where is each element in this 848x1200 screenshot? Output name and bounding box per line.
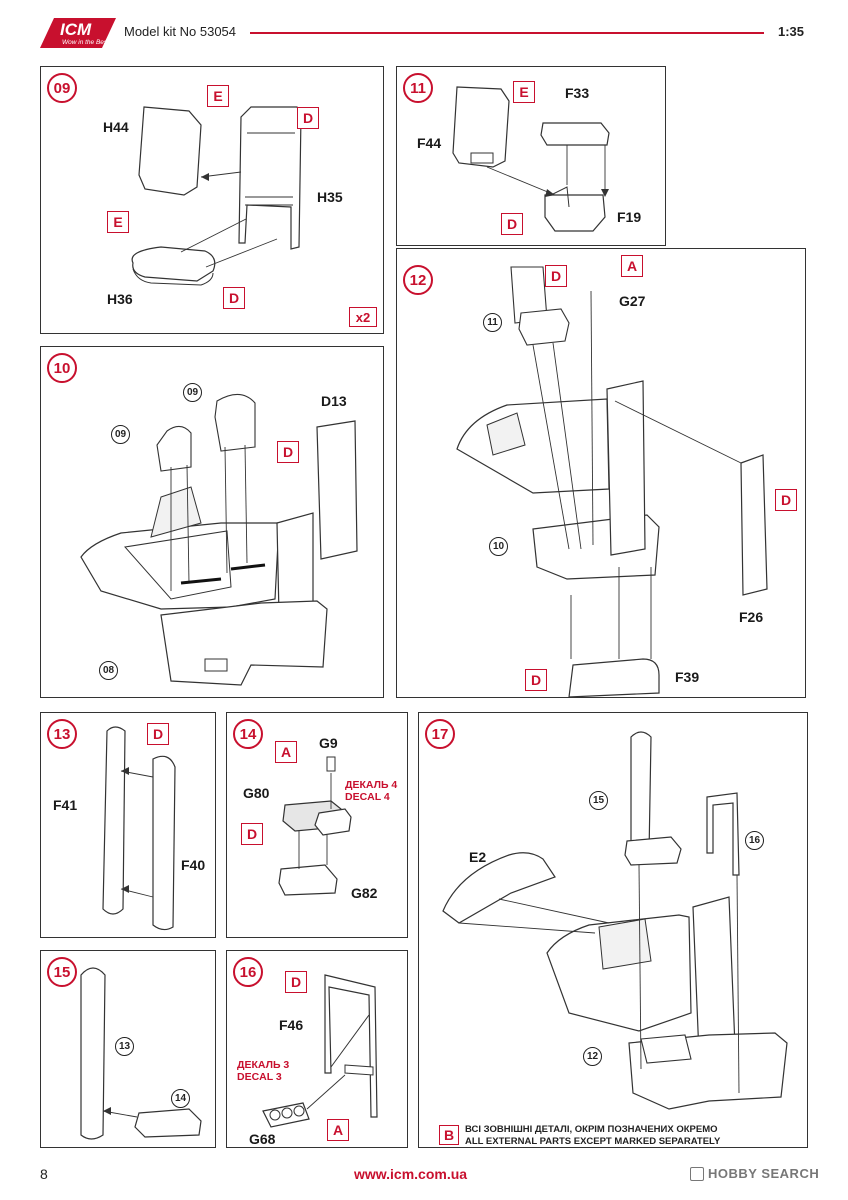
- paint-code-d: D: [285, 971, 307, 993]
- step-16-number: 16: [233, 957, 263, 987]
- paint-code-d: D: [277, 441, 299, 463]
- decal-3-label: ДЕКАЛЬ 3 DECAL 3: [237, 1059, 289, 1083]
- logo-text: ICM: [60, 20, 92, 39]
- step-10-drawing: [80, 393, 358, 686]
- paint-code-d: D: [223, 287, 245, 309]
- note-en: ALL EXTERNAL PARTS EXCEPT MARKED SEPARAT…: [465, 1136, 721, 1147]
- ref-step-10: 10: [489, 537, 508, 556]
- step-17-number: 17: [425, 719, 455, 749]
- step-14-drawing: [278, 756, 352, 896]
- ref-step-14: 14: [171, 1089, 190, 1108]
- quantity-badge: x2: [349, 307, 377, 327]
- ref-step-13: 13: [115, 1037, 134, 1056]
- ref-step-09: 09: [183, 383, 202, 402]
- decal-label-ua: ДЕКАЛЬ 3: [237, 1059, 290, 1071]
- step-11-drawing: [452, 86, 610, 232]
- part-e2: E2: [469, 849, 487, 865]
- part-f19: F19: [617, 209, 642, 225]
- step-16-panel: 16 D F46 ДЕКАЛЬ 3 DECAL 3 G68 A: [226, 950, 408, 1148]
- note-ua: ВСІ ЗОВНІШНІ ДЕТАЛІ, ОКРІМ ПОЗНАЧЕНИХ ОК…: [465, 1124, 718, 1135]
- part-g80: G80: [243, 785, 270, 801]
- external-parts-note: ВСІ ЗОВНІШНІ ДЕТАЛІ, ОКРІМ ПОЗНАЧЕНИХ ОК…: [465, 1124, 720, 1148]
- part-g68: G68: [249, 1131, 276, 1147]
- step-15-number: 15: [47, 957, 77, 987]
- step-13-number: 13: [47, 719, 77, 749]
- step-14-number: 14: [233, 719, 263, 749]
- step-09-drawing: [131, 106, 302, 286]
- ref-step-11: 11: [483, 313, 502, 332]
- note-code-b: B: [439, 1125, 459, 1145]
- decal-label-en: DECAL 3: [237, 1071, 282, 1083]
- step-12-panel: 12 D A G27 11 10 D F26 D F39: [396, 248, 806, 698]
- part-h44: H44: [103, 119, 129, 135]
- scale-label: 1:35: [778, 24, 805, 39]
- paint-code-d: D: [297, 107, 319, 129]
- part-f26: F26: [739, 609, 764, 625]
- part-g82: G82: [351, 885, 378, 901]
- part-d13: D13: [321, 393, 347, 409]
- icm-logo: ICM Wow in the Best: [36, 14, 120, 52]
- ref-step-12: 12: [583, 1047, 602, 1066]
- step-12-drawing: [456, 266, 768, 698]
- part-h36: H36: [107, 291, 133, 307]
- ref-step-09: 09: [111, 425, 130, 444]
- step-15-drawing: [80, 967, 202, 1140]
- part-f33: F33: [565, 85, 590, 101]
- paint-code-a: A: [621, 255, 643, 277]
- paint-code-d: D: [775, 489, 797, 511]
- decal-label-en: DECAL 4: [345, 791, 390, 803]
- website-link[interactable]: www.icm.com.ua: [354, 1166, 468, 1182]
- ref-step-16: 16: [745, 831, 764, 850]
- part-h35: H35: [317, 189, 343, 205]
- paint-code-e: E: [513, 81, 535, 103]
- part-g27: G27: [619, 293, 646, 309]
- paint-code-d: D: [545, 265, 567, 287]
- ref-step-08: 08: [99, 661, 118, 680]
- paint-code-e: E: [207, 85, 229, 107]
- hobby-search-watermark: HOBBY SEARCH: [690, 1166, 819, 1181]
- step-12-number: 12: [403, 265, 433, 295]
- step-11-panel: 11 E D F33 F44 F19: [396, 66, 666, 246]
- paint-code-e: E: [107, 211, 129, 233]
- part-g9: G9: [319, 735, 338, 751]
- watermark-icon: [690, 1166, 704, 1181]
- step-09-number: 09: [47, 73, 77, 103]
- step-13-drawing: [102, 726, 176, 931]
- step-11-number: 11: [403, 73, 433, 103]
- step-15-panel: 15 13 14: [40, 950, 216, 1148]
- part-f40: F40: [181, 857, 206, 873]
- logo-tagline: Wow in the Best: [62, 39, 109, 46]
- part-f41: F41: [53, 797, 78, 813]
- step-10-panel: 10 09 09 08 D13 D: [40, 346, 384, 698]
- paint-code-d: D: [147, 723, 169, 745]
- paint-code-a: A: [275, 741, 297, 763]
- decal-4-label: ДЕКАЛЬ 4 DECAL 4: [345, 779, 397, 803]
- step-14-panel: 14 A G9 G80 ДЕКАЛЬ 4 DECAL 4 D G82: [226, 712, 408, 938]
- step-09-panel: 09 E D E D H44 H35 H36 x2: [40, 66, 384, 334]
- paint-code-d: D: [241, 823, 263, 845]
- paint-code-d: D: [525, 669, 547, 691]
- part-f39: F39: [675, 669, 700, 685]
- decal-label-ua: ДЕКАЛЬ 4: [345, 779, 398, 791]
- page-number: 8: [40, 1166, 48, 1182]
- model-kit-number: Model kit No 53054: [124, 24, 237, 39]
- step-10-number: 10: [47, 353, 77, 383]
- paint-code-d: D: [501, 213, 523, 235]
- part-f46: F46: [279, 1017, 304, 1033]
- step-17-drawing: [442, 731, 788, 1110]
- header-rule: [250, 32, 764, 34]
- step-17-panel: 17 15 16 E2 12 B ВСІ ЗОВНІШНІ ДЕТАЛІ, ОК…: [418, 712, 808, 1148]
- part-f44: F44: [417, 135, 442, 151]
- watermark-text: HOBBY SEARCH: [708, 1166, 820, 1181]
- paint-code-a: A: [327, 1119, 349, 1141]
- ref-step-15: 15: [589, 791, 608, 810]
- step-16-drawing: [262, 974, 378, 1128]
- step-13-panel: 13 D F41 F40: [40, 712, 216, 938]
